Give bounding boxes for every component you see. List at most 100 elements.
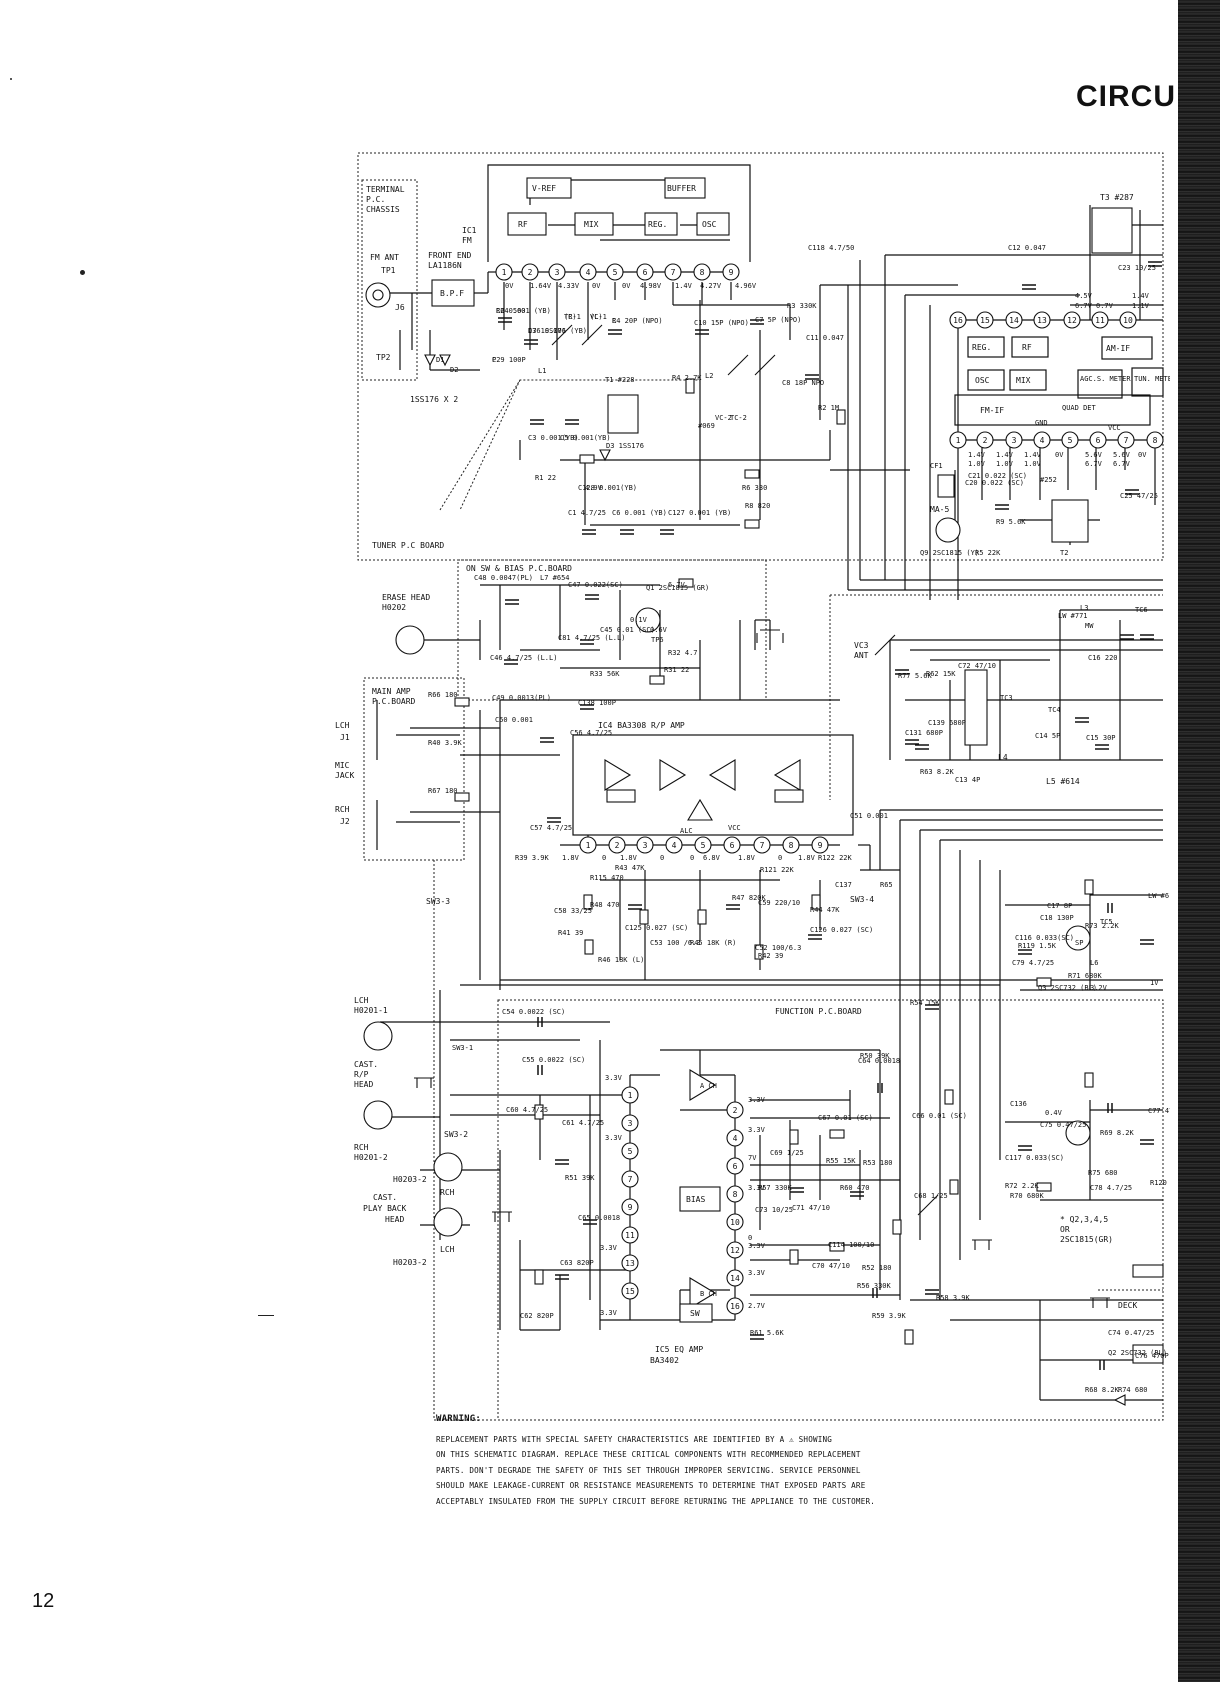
ic1-sub: FM (462, 236, 472, 245)
terminal-chassis-outline (361, 179, 418, 381)
ic4-voltage: 6.8V (703, 854, 721, 862)
erase-head (395, 625, 425, 655)
component-designator: 0.6V (650, 626, 668, 634)
ic2-pin-label: 11 (1095, 316, 1105, 325)
transistor-q3 (1065, 925, 1091, 951)
lch-j1-label-1: LCH (335, 721, 350, 730)
component-designator: Q1 2SC1815 (GR) (646, 584, 709, 592)
ic5-pin-label: 8 (733, 1190, 738, 1199)
component-designator: D3 1SS176 (606, 442, 644, 450)
component-designator: C7 5P (NPO) (755, 316, 801, 324)
component-designator: C79 4.7/25 (1012, 959, 1054, 967)
ic5-voltage: 3.3V (748, 1269, 766, 1277)
component-designator: C4 20P (NPO) (612, 317, 663, 325)
ic2-block-osc: OSC (975, 376, 990, 385)
ic2-lower-voltage: 0V (1138, 451, 1147, 459)
t3-label: T3 #287 (1100, 193, 1134, 202)
component-designator: L1 (538, 367, 546, 375)
component-designator: #069 (698, 422, 715, 430)
component-designator: TC5 (1100, 918, 1113, 926)
component-designator: C5 0.001(YB) (560, 434, 611, 442)
component-designator: R5 22K (975, 549, 1001, 557)
ic5-pin-label: 13 (625, 1259, 635, 1268)
component-designator: VC-2 (715, 414, 732, 422)
ic1-mix-block (574, 212, 614, 236)
ic4-amp-3 (708, 759, 736, 791)
ic5-voltage: 7V (748, 1154, 757, 1162)
ic5-voltage: 3.3V (748, 1096, 766, 1104)
component-designator: #252 (1040, 476, 1057, 484)
ic5-label-1: IC5 EQ AMP (655, 1345, 703, 1354)
ic1-pin-label: 6 (643, 268, 648, 277)
ic5-voltage: 3.3V (748, 1126, 766, 1134)
ic2-lower-pin-7 (1117, 431, 1135, 449)
transistor-q1 (635, 607, 661, 633)
playback-head-label-2: PLAY BACK (363, 1204, 407, 1213)
ic5-voltage: 3.3V (600, 1309, 618, 1317)
component-designator: R120 1.5K (1150, 1179, 1170, 1187)
ic5-pin-label: 7 (628, 1175, 633, 1184)
cast-rp-head-label-3: HEAD (354, 1080, 373, 1089)
ic5-pin-6 (726, 1157, 744, 1175)
ic1-pin-label: 8 (700, 268, 705, 277)
component-designator: C20 0.022 (SC) (965, 479, 1024, 487)
ic4-pin-8 (782, 836, 800, 854)
component-designator: C118 4.7/50 (808, 244, 854, 252)
component-shapes (363, 177, 1164, 1406)
component-designator: C138 100P (578, 699, 616, 707)
component-designator: R2 1M (818, 404, 839, 412)
ic2-lower-pin-label: 3 (1012, 436, 1017, 445)
ic1-pin-8 (693, 263, 711, 281)
ic1-block-rf: RF (518, 220, 528, 229)
component-designator: R42 39 (758, 952, 783, 960)
ic4-alc: ALC (680, 827, 693, 835)
ic2-lower-pin-4 (1033, 431, 1051, 449)
ic2-voltage: 6.7V (1075, 302, 1093, 310)
transistor-note-2: OR (1060, 1225, 1070, 1234)
tuner-board-label: TUNER P.C BOARD (372, 541, 444, 550)
component-designator: R47 820K (732, 894, 767, 902)
ic2-block-vcc: VCC (1108, 424, 1121, 432)
circuit-schematic: 1234567890V1.64V4.33V0V0V4.98V1.4V4.27V4… (335, 152, 1170, 1421)
erase-head-label-1: ERASE HEAD (382, 593, 430, 602)
component-designator: R122 22K (818, 854, 853, 862)
ic4-alc-amp (687, 798, 713, 821)
ic5-block-b: B CH (700, 1290, 717, 1298)
ic2-lower-pin-label: 4 (1040, 436, 1045, 445)
component-designator: R69 8.2K (1100, 1129, 1135, 1137)
component-designator: (R) (564, 313, 577, 321)
component-designator: C29 100P (492, 356, 526, 364)
ic5-pin-11 (621, 1226, 639, 1244)
ic2-lower-voltage: 5.6V (1085, 451, 1103, 459)
mic-jack-label-2: JACK (335, 771, 354, 780)
ic5-pin-4 (726, 1129, 744, 1147)
ic2-block-rf: RF (1022, 343, 1032, 352)
component-designator: TC-1 (564, 313, 581, 321)
ic4-pin-label: 3 (643, 841, 648, 850)
component-designator: R60 470 (840, 1184, 870, 1192)
component-designator: L7 #654 (540, 574, 570, 582)
component-designator: C56 4.7/25 (570, 729, 612, 737)
ic2-lower-pin-8 (1146, 431, 1164, 449)
ic1-voltage: 1.64V (530, 282, 552, 290)
deck-label: DECK (1118, 1301, 1137, 1310)
on-sw-bias-label: ON SW & BIAS P.C.BOARD (466, 564, 572, 573)
vc3-label-2: ANT (854, 651, 869, 660)
component-designator: R40 3.9K (428, 739, 463, 747)
component-designator: C46 4.7/25 (L.L) (490, 654, 557, 662)
component-designator: R1 22 (535, 474, 556, 482)
ic2-voltage: 4.5V (1075, 292, 1093, 300)
cast-rp-head-r (363, 1100, 393, 1130)
component-designator: C50 0.001 (495, 716, 533, 724)
ic5-pin-label: 16 (730, 1302, 740, 1311)
component-designator: R63 8.2K (920, 768, 955, 776)
ic1-pin-4 (579, 263, 597, 281)
scan-speck (258, 1315, 274, 1316)
component-designator: C62 820P (520, 1312, 554, 1320)
tp2-label: TP2 (376, 353, 391, 362)
ic5-label-2: BA3402 (650, 1356, 679, 1365)
ic4-pin-4 (665, 836, 683, 854)
component-designator: MW (1085, 622, 1094, 630)
